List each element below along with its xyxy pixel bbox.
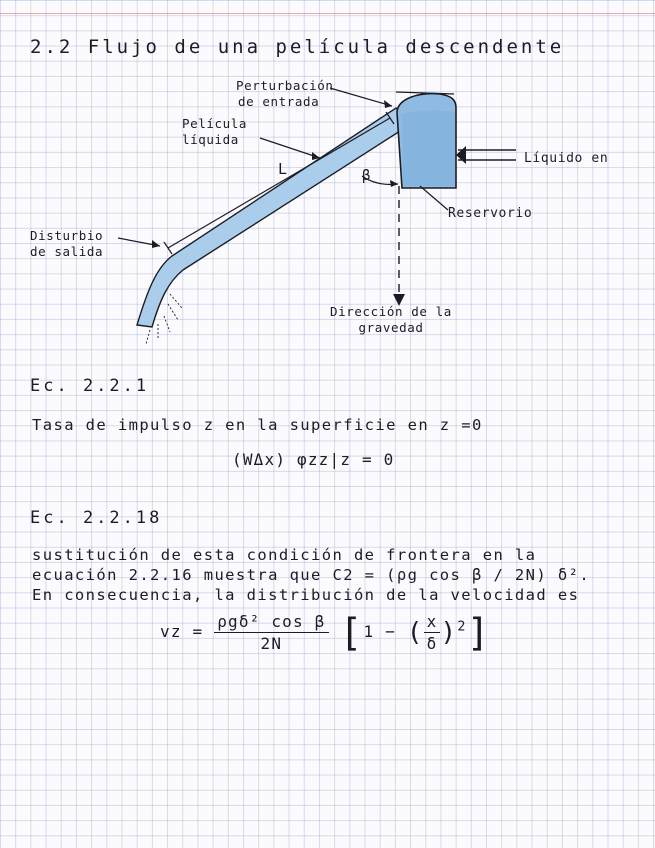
section-2-text-line-1: sustitución de esta condición de fronter… xyxy=(32,546,537,564)
liquid-in-label: Líquido en xyxy=(524,151,609,166)
perturbation-label: Perturbación de entrada xyxy=(236,78,334,109)
section-heading-ec-2-2-18: Ec. 2.2.18 xyxy=(30,508,163,528)
length-label: L xyxy=(278,160,289,178)
liquid-inlet-arrows xyxy=(458,149,516,161)
liquid-film xyxy=(136,107,413,328)
eq-main-fraction: ρgδ² cos β 2N xyxy=(214,612,329,653)
reservoir-leader xyxy=(419,185,449,211)
falling-film-diagram xyxy=(117,87,516,345)
angle-label: β xyxy=(362,168,372,184)
perturbation-leader xyxy=(329,87,393,107)
section-1-equation: (WΔx) φzz|z = 0 xyxy=(232,450,395,469)
page-title: 2.2 Flujo de una película descendente xyxy=(30,36,565,58)
exit-disturbance-label: Disturbio de salida xyxy=(30,228,104,259)
gravity-label: Dirección de la gravedad xyxy=(330,304,452,335)
notebook-margin-line xyxy=(0,13,655,14)
length-line xyxy=(167,117,391,249)
gravity-arrowhead xyxy=(393,294,405,306)
exit-spray xyxy=(145,293,183,345)
reservoir-label: Reservorio xyxy=(448,206,533,221)
section-2-text-line-3: En consecuencia, la distribución de la v… xyxy=(32,586,580,604)
reservoir-liquid xyxy=(402,110,455,186)
eq-inner-fraction: x δ xyxy=(423,612,441,653)
film-top-edge xyxy=(395,91,455,95)
section-2-text-line-2: ecuación 2.2.16 muestra que C2 = (ρg cos… xyxy=(32,566,591,584)
film-label: Película líquida xyxy=(182,116,248,147)
eq-one-minus: 1 − xyxy=(363,622,396,641)
section-heading-ec-2-2-1: Ec. 2.2.1 xyxy=(30,376,150,396)
film-leader xyxy=(259,137,321,159)
section-1-text-line: Tasa de impulso z en la superficie en z … xyxy=(32,416,483,434)
eq-power: 2 xyxy=(457,619,467,635)
eq-lhs: vz = xyxy=(160,622,204,641)
velocity-distribution-equation: vz = ρgδ² cos β 2N [1 − ( x δ )2] xyxy=(160,610,491,655)
